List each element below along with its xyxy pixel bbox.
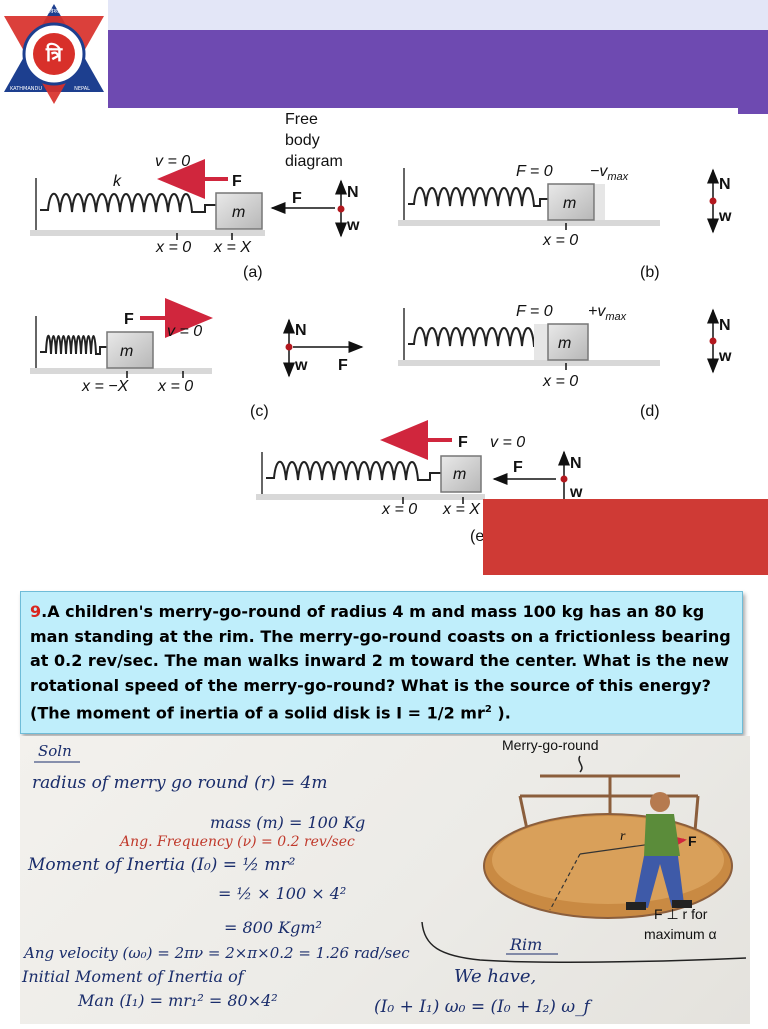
svg-text:Man (I₁) = mr₁² = 80×4²: Man (I₁) = mr₁² = 80×4² [77, 991, 278, 1010]
merry-go-round-figure: Merry-go-round r F F ⊥ r for maxim [483, 737, 733, 942]
svg-text:F: F [458, 434, 468, 451]
svg-text:maximum α: maximum α [644, 926, 717, 942]
svg-text:F ⊥ r for: F ⊥ r for [654, 906, 708, 922]
svg-text:x = 0: x = 0 [542, 373, 578, 390]
svg-text:x = 0: x = 0 [542, 232, 578, 249]
svg-text:F: F [688, 833, 697, 849]
svg-text:x = X: x = X [213, 239, 252, 256]
svg-text:r: r [620, 829, 626, 844]
header-accent-strip [738, 108, 768, 114]
svg-text:k: k [113, 173, 122, 190]
header-top-band [108, 0, 768, 33]
svg-text:x = 0: x = 0 [381, 501, 417, 518]
svg-text:x = 0: x = 0 [157, 378, 193, 395]
svg-text:m: m [232, 204, 245, 221]
svg-text:(I₀ + I₁) ω₀ = (I₀ + I₂) ω_f: (I₀ + I₁) ω₀ = (I₀ + I₂) ω_f [374, 997, 593, 1017]
svg-text:Moment of Inertia (I₀) = ½ mr²: Moment of Inertia (I₀) = ½ mr² [27, 855, 296, 875]
svg-text:w: w [718, 208, 732, 225]
svg-text:N: N [295, 322, 307, 339]
svg-text:v = 0: v = 0 [155, 153, 190, 170]
spring-mass-diagram: Free body diagram m F v = 0 k x = 0 x = … [30, 111, 732, 545]
svg-text:N: N [570, 455, 582, 472]
handwritten-notes-photo: Merry-go-round r F F ⊥ r for maxim [20, 736, 750, 1024]
svg-text:(c): (c) [250, 403, 269, 420]
svg-text:x = X: x = X [442, 501, 481, 518]
svg-text:त्रि: त्रि [45, 42, 63, 66]
svg-text:diagram: diagram [285, 153, 343, 170]
svg-text:= 800 Kgm²: = 800 Kgm² [224, 918, 322, 937]
svg-text:w: w [569, 484, 583, 501]
svg-text:F: F [232, 173, 242, 190]
question-number: 9 [30, 602, 42, 621]
svg-text:body: body [285, 132, 320, 149]
panel-d: m F = 0 +vmax x = 0 (d) N w [398, 303, 732, 420]
panel-c: m F v = 0 x = −X x = 0 (c) N w F [30, 298, 364, 420]
svg-text:−vmax: −vmax [590, 163, 629, 183]
svg-text:+vmax: +vmax [588, 303, 627, 323]
question-box: 9.A children's merry-go-round of radius … [20, 591, 743, 734]
svg-text:F: F [124, 311, 134, 328]
svg-text:w: w [346, 217, 360, 234]
svg-text:Soln: Soln [38, 742, 72, 760]
svg-text:(b): (b) [640, 264, 660, 281]
svg-text:= ½ × 100 × 4²: = ½ × 100 × 4² [218, 884, 346, 903]
svg-text:(a): (a) [243, 264, 263, 281]
svg-text:F: F [338, 357, 348, 374]
svg-text:(d): (d) [640, 403, 660, 420]
svg-text:v = 0: v = 0 [167, 323, 202, 340]
svg-text:N: N [719, 176, 731, 193]
svg-text:m: m [563, 195, 576, 212]
svg-text:F: F [513, 459, 523, 476]
svg-text:w: w [718, 348, 732, 365]
university-logo: त्रि त्रिभुवन विश्वविद्यालय KATHMANDU NE… [0, 0, 108, 108]
svg-text:N: N [719, 317, 731, 334]
svg-text:m: m [558, 335, 571, 352]
svg-text:Initial Moment of Inertia of: Initial Moment of Inertia of [21, 967, 247, 986]
logo-emblem-icon: त्रि त्रिभुवन विश्वविद्यालय KATHMANDU NE… [4, 4, 104, 104]
svg-text:We have,: We have, [454, 966, 536, 987]
panel-b: m F = 0 −vmax x = 0 (b) N w [398, 163, 732, 281]
red-overlay-box [483, 499, 768, 575]
svg-text:m: m [120, 343, 133, 360]
svg-text:v = 0: v = 0 [490, 434, 525, 451]
svg-text:F = 0: F = 0 [516, 303, 553, 320]
handwritten-solution: Soln radius of merry go round (r) = 4m m… [21, 742, 747, 1017]
free-body-label: Free body diagram [285, 111, 343, 170]
svg-text:radius of merry go round (r) =: radius of merry go round (r) = 4m [32, 773, 327, 793]
header-title-bar [108, 30, 768, 108]
svg-text:Rim: Rim [509, 935, 542, 954]
panel-e: m F v = 0 x = 0 x = X (e) F N w [256, 420, 583, 545]
svg-text:KATHMANDU: KATHMANDU [10, 86, 42, 92]
svg-text:w: w [294, 357, 308, 374]
panel-a: m F v = 0 k x = 0 x = X (a) F N w [30, 153, 360, 281]
svg-text:Merry-go-round: Merry-go-round [502, 737, 598, 753]
svg-text:mass (m) = 100 Kg: mass (m) = 100 Kg [210, 813, 365, 832]
svg-text:Free: Free [285, 111, 318, 128]
svg-text:NEPAL: NEPAL [74, 86, 90, 92]
svg-text:Ang velocity (ω₀) = 2πν = 2×π×: Ang velocity (ω₀) = 2πν = 2×π×0.2 = 1.26… [22, 944, 410, 962]
svg-text:N: N [347, 184, 359, 201]
svg-text:त्रिभुवन विश्वविद्यालय: त्रिभुवन विश्वविद्यालय [31, 7, 78, 15]
svg-text:F: F [292, 190, 302, 207]
svg-text:m: m [453, 466, 466, 483]
question-text: 9.A children's merry-go-round of radius … [30, 602, 731, 723]
svg-text:x = 0: x = 0 [155, 239, 191, 256]
svg-text:x = −X: x = −X [81, 378, 130, 395]
svg-text:F = 0: F = 0 [516, 163, 553, 180]
svg-text:Ang. Frequency (ν) = 0.2 rev/s: Ang. Frequency (ν) = 0.2 rev/sec [118, 834, 355, 850]
notes-svg: Merry-go-round r F F ⊥ r for maxim [21, 737, 747, 1017]
